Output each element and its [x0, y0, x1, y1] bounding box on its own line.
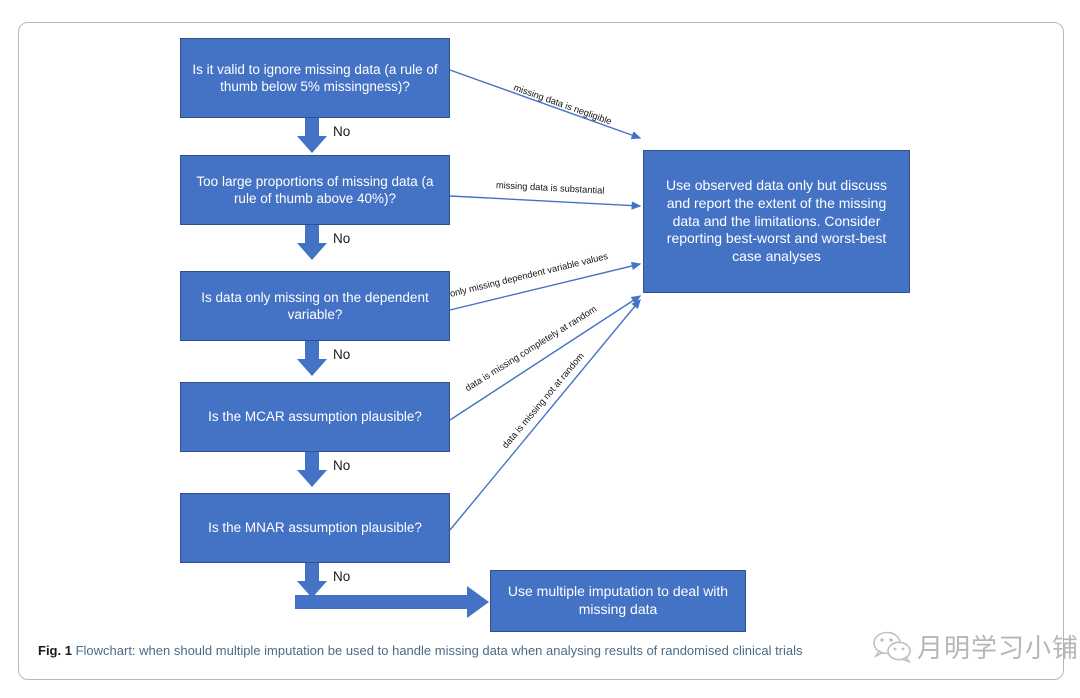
- edge-label-no-4: No: [333, 458, 351, 473]
- decision-node-dependent-variable-label: Is data only missing on the dependent va…: [201, 289, 429, 322]
- edge-label-no-2: No: [333, 231, 351, 246]
- watermark: 月明学习小铺: [872, 628, 1079, 665]
- outcome-node-observed-data-label: Use observed data only but discuss and r…: [665, 176, 887, 265]
- outcome-node-multiple-imputation-label: Use multiple imputation to deal with mis…: [507, 583, 729, 617]
- decision-node-mcar-label: Is the MCAR assumption plausible?: [208, 409, 422, 425]
- decision-node-ignore-missing-label: Is it valid to ignore missing data (a ru…: [192, 61, 438, 94]
- figure-number: Fig. 1: [38, 643, 72, 658]
- edge-label-no-1: No: [333, 124, 351, 139]
- decision-node-large-proportions-label: Too large proportions of missing data (a…: [196, 173, 434, 206]
- vertical-arrow-group: [295, 118, 489, 618]
- watermark-text: 月明学习小铺: [917, 634, 1080, 664]
- decision-node-dependent-variable[interactable]: Is data only missing on the dependent va…: [180, 271, 450, 341]
- figure-caption: Fig. 1 Flowchart: when should multiple i…: [38, 643, 1048, 658]
- decision-node-large-proportions[interactable]: Too large proportions of missing data (a…: [180, 155, 450, 225]
- figure-caption-text: Flowchart: when should multiple imputati…: [75, 643, 803, 658]
- diagonal-arrow-group: [449, 69, 642, 531]
- outcome-node-observed-data[interactable]: Use observed data only but discuss and r…: [643, 150, 910, 293]
- edge-label-no-3: No: [333, 347, 351, 362]
- edge-label-no-5: No: [333, 569, 351, 584]
- decision-node-mnar[interactable]: Is the MNAR assumption plausible?: [180, 493, 450, 563]
- wechat-icon: [873, 631, 912, 663]
- decision-node-mnar-label: Is the MNAR assumption plausible?: [208, 520, 422, 536]
- decision-node-mcar[interactable]: Is the MCAR assumption plausible?: [180, 382, 450, 452]
- decision-node-ignore-missing[interactable]: Is it valid to ignore missing data (a ru…: [180, 38, 450, 118]
- outcome-node-multiple-imputation[interactable]: Use multiple imputation to deal with mis…: [490, 570, 746, 632]
